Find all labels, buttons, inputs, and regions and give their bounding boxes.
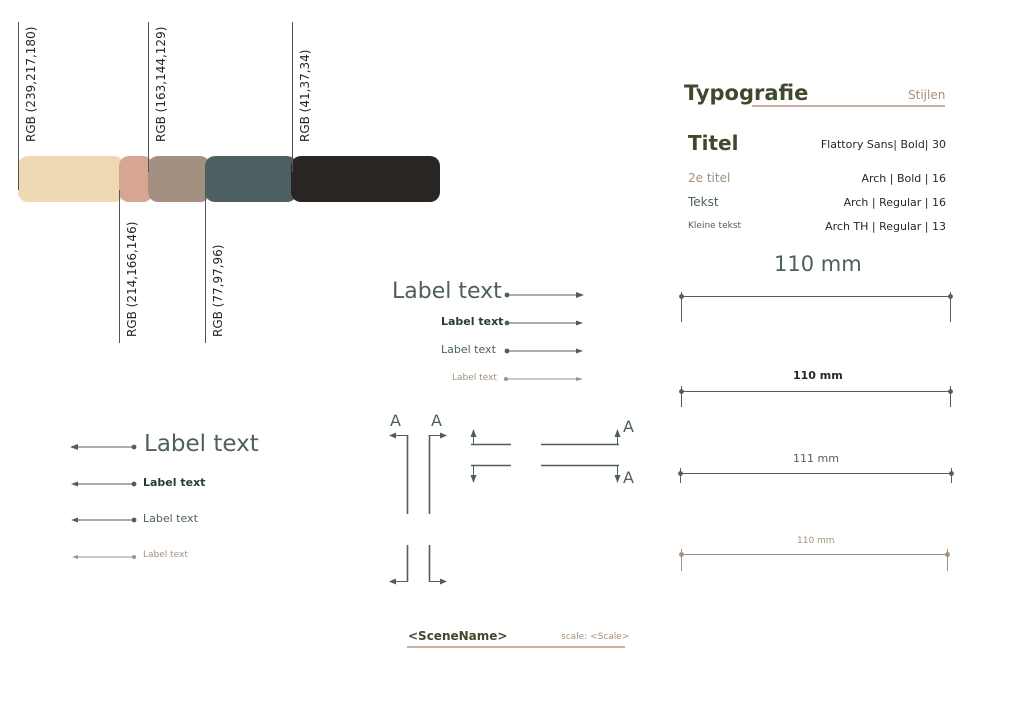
section-letter-a-2: A: [431, 411, 442, 430]
typo-row-small: Kleine tekst: [688, 221, 742, 231]
label-right-bold: Label text: [441, 315, 504, 328]
dimension-label-small: 110 mm: [797, 536, 835, 546]
section-letter-a-3: A: [623, 417, 634, 436]
label-right-xl: Label text: [392, 279, 502, 304]
typo-spec-small: Arch TH | Regular | 13: [825, 220, 946, 233]
typo-row-title: Titel: [688, 131, 739, 155]
label-right-small: Label text: [452, 373, 497, 383]
typo-row-text: Tekst: [688, 195, 719, 209]
section-letter-a-4: A: [623, 468, 634, 487]
typo-spec-title: Flattory Sans| Bold| 30: [820, 138, 946, 151]
label-right-regular: Label text: [441, 343, 496, 356]
typo-spec-subtitle: Arch | Bold | 16: [861, 172, 946, 185]
swatch-cream: [18, 156, 124, 202]
section-letter-a-1: A: [390, 411, 401, 430]
typography-underline: [752, 105, 945, 107]
scene-underline: [407, 646, 625, 648]
typo-row-subtitle: 2e titel: [688, 171, 731, 185]
label-left-xl: Label text: [144, 431, 259, 457]
swatch-taupe: [148, 156, 210, 202]
label-left-small: Label text: [143, 550, 188, 560]
scene-scale: scale: <Scale>: [561, 632, 630, 642]
dimension-label-bold: 110 mm: [793, 369, 843, 382]
scene-name: <SceneName>: [408, 629, 508, 643]
label-left-bold: Label text: [143, 476, 206, 489]
label-left-regular: Label text: [143, 512, 198, 525]
typography-subtitle: Stijlen: [908, 88, 946, 102]
dimension-label-large: 110 mm: [774, 252, 862, 276]
typo-spec-text: Arch | Regular | 16: [843, 196, 946, 209]
swatch-black: [291, 156, 440, 202]
typography-title: Typografie: [684, 81, 809, 105]
swatch-salmon: [119, 156, 153, 202]
dimension-label-regular: 111 mm: [793, 452, 839, 465]
swatch-slate: [205, 156, 297, 202]
